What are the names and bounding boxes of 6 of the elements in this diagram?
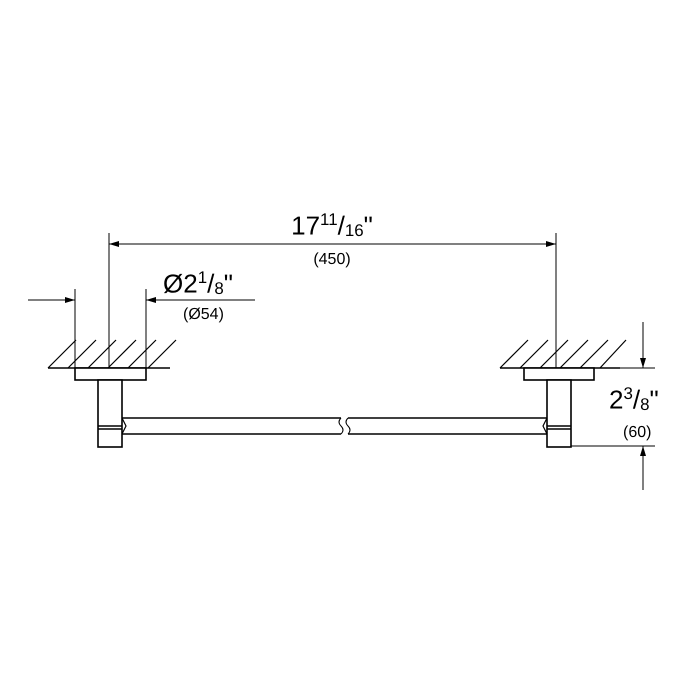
dimension-label: 17$^{11}$/$_{16}$" <box>291 212 373 240</box>
dimension-label: (450) <box>313 252 351 268</box>
dimension-label: 2$^{3}$/$_{8}$" <box>609 386 659 414</box>
dimension-label: (Ø54) <box>183 307 224 323</box>
dimension-label: Ø2$^{1}$/$_{8}$" <box>163 270 233 298</box>
dimension-label: (60) <box>623 425 652 441</box>
